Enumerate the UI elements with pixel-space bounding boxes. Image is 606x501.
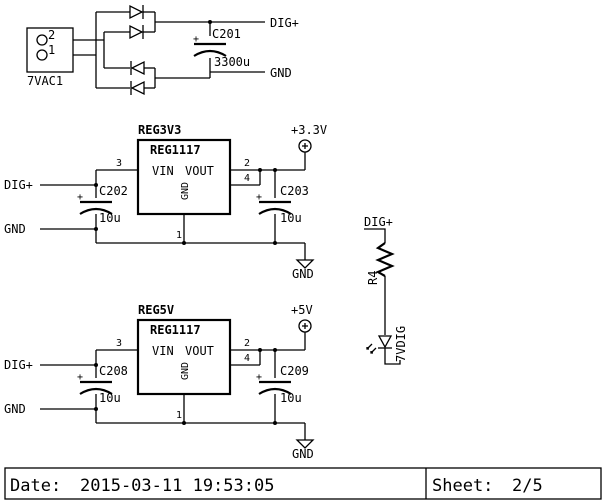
capacitor-c208: +: [77, 372, 113, 395]
net-label-dig-plus-top: DIG+: [270, 16, 299, 30]
reg5v-chip-name: REG1117: [150, 323, 201, 337]
svg-text:+: +: [77, 372, 83, 383]
footer-sheet-label: Sheet:: [432, 476, 493, 496]
connector-7vac1: [26, 27, 74, 73]
svg-text:3: 3: [116, 158, 122, 169]
led-indicator: DIG+ R4 7VDIG: [364, 215, 408, 365]
diode-d2: [129, 24, 144, 40]
capacitor-c201: +: [193, 34, 227, 57]
c201-ref: C201: [212, 27, 241, 41]
svg-text:1: 1: [176, 410, 182, 421]
connector-pin2-label: 2: [48, 28, 55, 42]
reg3v3-gnd-pin: GND: [180, 182, 191, 200]
led-7vdig: [366, 335, 393, 354]
r4-ref: R4: [366, 271, 380, 285]
net-label-dig-plus-reg3v3: DIG+: [4, 178, 33, 192]
reg3v3-ref: REG3V3: [138, 123, 181, 137]
resistor-r4: [375, 242, 395, 277]
net-label-gnd-top: GND: [270, 66, 292, 80]
reg5v-vin: VIN: [152, 344, 174, 358]
net-label-5v: +5V: [291, 303, 313, 317]
c209-value: 10u: [280, 391, 302, 405]
c208-value: 10u: [99, 391, 121, 405]
net-label-dig-plus-led: DIG+: [364, 215, 393, 229]
net-label-gnd-reg3v3: GND: [4, 222, 26, 236]
c203-ref: C203: [280, 184, 309, 198]
ground-symbol-reg3v3: [295, 259, 315, 269]
connector-ref: 7VAC1: [27, 74, 63, 88]
footer-date-value: 2015-03-11 19:53:05: [80, 476, 274, 496]
svg-text:3: 3: [116, 338, 122, 349]
net-label-gnd-reg5v: GND: [4, 402, 26, 416]
net-label-3v3: +3.3V: [291, 123, 327, 137]
c202-ref: C202: [99, 184, 128, 198]
diode-d1: [129, 4, 144, 20]
power-symbol-5v: [298, 319, 312, 333]
input-rectifier: 2 1 7VAC1: [26, 4, 299, 96]
diode-d3: [130, 60, 145, 76]
svg-text:2: 2: [244, 158, 250, 169]
connector-pin-2: [36, 34, 48, 46]
title-block: Date: 2015-03-11 19:53:05 Sheet: 2/5: [4, 467, 602, 500]
reg5v-block: REG5V REG1117 VIN VOUT GND 3 DIG+ + C208…: [4, 303, 315, 461]
reg5v-ref: REG5V: [138, 303, 174, 317]
c202-value: 10u: [99, 211, 121, 225]
connector-pin1-label: 1: [48, 43, 55, 57]
reg3v3-block: REG3V3 REG1117 VIN VOUT GND 3 DIG+ + C20…: [4, 123, 327, 281]
net-label-gnd-sym-5v: GND: [292, 447, 314, 461]
reg3v3-chip-name: REG1117: [150, 143, 201, 157]
diode-d4: [130, 80, 145, 96]
led-ref: 7VDIG: [394, 326, 408, 362]
reg3v3-vout: VOUT: [185, 164, 214, 178]
capacitor-c209: +: [256, 372, 292, 395]
net-label-dig-plus-reg5v: DIG+: [4, 358, 33, 372]
c201-value: 3300u: [214, 55, 250, 69]
svg-text:4: 4: [244, 173, 250, 184]
footer-sheet-value: 2/5: [512, 476, 543, 496]
svg-text:+: +: [193, 34, 199, 45]
ground-symbol-reg5v: [295, 439, 315, 449]
capacitor-c202: +: [77, 192, 113, 215]
svg-text:+: +: [77, 192, 83, 203]
footer-date-label: Date:: [10, 476, 61, 496]
net-label-gnd-sym-3v3: GND: [292, 267, 314, 281]
reg5v-gnd-pin: GND: [180, 362, 191, 380]
c208-ref: C208: [99, 364, 128, 378]
power-symbol-3v3: [298, 139, 312, 153]
c203-value: 10u: [280, 211, 302, 225]
svg-text:+: +: [256, 192, 262, 203]
svg-text:1: 1: [176, 230, 182, 241]
capacitor-c203: +: [256, 192, 292, 215]
svg-text:+: +: [256, 372, 262, 383]
reg5v-vout: VOUT: [185, 344, 214, 358]
c209-ref: C209: [280, 364, 309, 378]
connector-pin-1: [36, 49, 48, 61]
svg-text:4: 4: [244, 353, 250, 364]
svg-text:2: 2: [244, 338, 250, 349]
reg3v3-vin: VIN: [152, 164, 174, 178]
